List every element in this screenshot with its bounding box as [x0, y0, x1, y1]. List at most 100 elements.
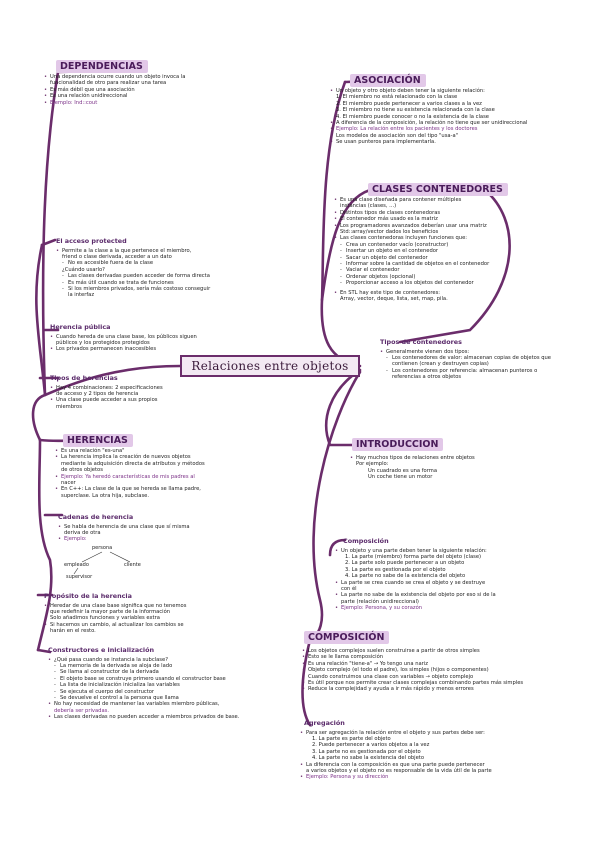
list-item: Una dependencia ocurre cuando un objeto …	[44, 74, 234, 81]
list-item: Ejemplo: Persona, y su corazón	[335, 605, 575, 612]
list-item: Es más útil cuando se trata de funciones	[56, 280, 231, 287]
list-item: públicos y los protegidos protegidos	[56, 339, 150, 346]
list-item: Una clase puede acceder a sus propios	[50, 397, 225, 404]
list-item: Cuando hereda de una clase base, los púb…	[50, 334, 225, 341]
list-item: Std::array/vector dados los beneficios	[340, 229, 439, 236]
list-item: Objeto complejo (el todo el padre), los …	[302, 667, 582, 674]
list-item: 4. El miembro puede conocer o no la exis…	[336, 113, 489, 120]
list-item: La parte se crea cuando se crea el objet…	[335, 580, 575, 587]
list-item: Un objeto y una parte deben tener la sig…	[335, 548, 575, 555]
list-item: Es más débil que una asociación	[44, 87, 234, 94]
section-acceso-protected: El acceso protected Permite a la clase a…	[56, 237, 231, 299]
section-introduccion: INTRODUCCION Hay muchos tipos de relacio…	[350, 438, 550, 481]
list-item: Sacar un objeto del contenedor	[334, 255, 564, 262]
list-item: 1. La parte (miembro) forma parte del ob…	[345, 553, 482, 560]
list-item: En STL hay este tipo de contenedores:	[334, 290, 564, 297]
section-title: El acceso protected	[56, 237, 127, 245]
list-item: Es una clase diseñada para contener múlt…	[334, 197, 564, 204]
list-item: La herencia implica la creación de nuevo…	[55, 454, 240, 461]
list-item: 3. El miembro no tiene su existencia rel…	[336, 107, 495, 114]
list-item: contienen (crean y destruyen copias)	[392, 361, 489, 368]
list-item: que redefinir la mayor parte de la infor…	[50, 608, 171, 615]
list-item: de acceso y 2 tipos de herencia	[56, 390, 139, 397]
section-title: Cadenas de herencia	[58, 513, 134, 521]
section-title: Agregación	[304, 719, 345, 727]
list-item: Proporcionar acceso a los objetos del co…	[334, 280, 564, 287]
list-item: Array, vector, deque, lista, set, map, p…	[340, 296, 448, 303]
list-item: Un objeto y otro objeto deben tener la s…	[330, 88, 580, 95]
list-item: Un cuadrado es una forma	[368, 467, 437, 474]
section-herencia-publica: Herencia pública Cuando hereda de una cl…	[50, 323, 225, 353]
section-cadenas-herencia: Cadenas de herencia Se habla de herencia…	[58, 513, 238, 543]
list-item: Se devuelve el control a la persona que …	[48, 695, 278, 702]
list-item: con él	[341, 585, 357, 592]
list-item: 2. Puede pertenecer a varios objetos a l…	[312, 742, 430, 749]
list-item: La lista de inicialización inicializa la…	[48, 682, 278, 689]
list-item: Reduce la complejidad y ayuda a ir más r…	[302, 686, 582, 693]
section-title: DEPENDENCIAS	[56, 60, 148, 73]
section-title: Constructores e inicialización	[48, 646, 155, 654]
list-item: Los objetos complejos suelen construirse…	[302, 648, 582, 655]
inheritance-chain-diagram: persona empleado cliente supervisor	[60, 542, 180, 582]
list-item: Esto se le llama composición	[302, 654, 582, 661]
central-node-label: Relaciones entre objetos	[191, 359, 349, 373]
list-item: instancias (clases, ...)	[340, 203, 397, 210]
list-item: nacer	[61, 480, 76, 487]
list-item: la interfaz	[68, 292, 95, 299]
list-item: Heredar de una clase base significa que …	[44, 603, 234, 610]
central-node: Relaciones entre objetos	[180, 355, 360, 377]
list-item: Ejemplo:	[58, 536, 238, 543]
section-title: Herencia pública	[50, 323, 111, 331]
section-title: COMPOSICIÓN	[304, 631, 390, 644]
list-item: 1. La parte es parte del objeto	[312, 735, 391, 742]
list-item: 4. La parte no sabe la existencia del ob…	[312, 755, 425, 762]
list-item: Los privados permanecen inaccesibles	[50, 346, 225, 353]
chain-node-cliente: cliente	[124, 562, 141, 568]
section-title: HERENCIAS	[63, 434, 133, 447]
list-item: En C++: La clase de la que se hereda se …	[55, 486, 240, 493]
list-item: 1. El miembro no está relacionado con la…	[336, 94, 458, 101]
list-item: Por ejemplo:	[356, 461, 389, 468]
section-tipos-herencias: Tipos de herencias Hay 4 combinaciones: …	[50, 374, 225, 410]
list-item: a varios objetos y el objeto no es respo…	[306, 767, 492, 774]
section-proposito-herencia: Propósito de la herencia Heredar de una …	[44, 592, 234, 635]
list-item: Permite a la clase a la que pertenece el…	[56, 248, 231, 255]
section-constructores: Constructores e inicialización ¿Qué pasa…	[48, 646, 278, 721]
list-item: 4. La parte no sabe de la existencia del…	[345, 573, 466, 580]
list-item: Las clases derivadas pueden acceder de f…	[56, 273, 231, 280]
section-title: Composición	[343, 537, 389, 545]
list-item: de otros objetos	[61, 467, 103, 474]
list-item: La memoria de la derivada se aloja de la…	[48, 663, 278, 670]
list-item: mediante la adquisición directa de atrib…	[61, 460, 205, 467]
list-item: Ordenar objetos (opcional)	[334, 274, 564, 281]
list-item: Los modelos de asociación son del tipo "…	[330, 133, 580, 140]
list-item: referencias a otros objetos	[392, 374, 462, 381]
list-item: Si los miembros privados, sería más cost…	[56, 286, 231, 293]
list-item: Se usan punteros para implementarla.	[330, 139, 580, 146]
section-title: ASOCIACIÓN	[350, 74, 426, 87]
list-item: No hay necesidad de mantener las variabl…	[48, 701, 278, 708]
list-item: No es accesible fuera de la clase	[56, 260, 231, 267]
list-item: funcionalidad de otro para realizar una …	[50, 80, 167, 87]
list-item: miembros	[56, 403, 82, 410]
list-item: 2. La parte solo puede pertenecer a un o…	[345, 560, 465, 567]
list-item: Es una relación "es-una"	[55, 448, 240, 455]
section-tipos-contenedores: Tipos de contenedores Generalmente viene…	[380, 338, 590, 381]
list-item: Si hacemos un cambio, al actualizar los …	[44, 622, 234, 629]
list-item: Ejemplo: La relación entre los pacientes…	[330, 126, 580, 133]
list-item: parte (relación unidireccional)	[341, 598, 419, 605]
list-item: friend o clase derivada, acceder a un da…	[62, 253, 172, 260]
section-agregacion: Agregación Para ser agregación la relaci…	[300, 719, 585, 781]
list-item: Solo añadimos funciones y variables extr…	[44, 615, 234, 622]
list-item: Crea un contenedor vacío (constructor)	[334, 242, 564, 249]
list-item: ¿Cuándo usarlo?	[62, 266, 105, 273]
section-clases-contenedoras: CLASES CONTENEDORES Es una clase diseñad…	[334, 183, 564, 303]
section-title: CLASES CONTENEDORES	[368, 183, 508, 196]
list-item: Los contenedores de valor: almacenan cop…	[380, 355, 590, 362]
list-item: 3. La parte no es gestionada por el obje…	[312, 748, 421, 755]
list-item: La parte no sabe de la existencia del ob…	[335, 592, 575, 599]
chain-node-persona: persona	[92, 545, 113, 551]
section-dependencias: DEPENDENCIAS Una dependencia ocurre cuan…	[44, 60, 234, 106]
section-title: Propósito de la herencia	[44, 592, 132, 600]
list-item: Se habla de herencia de una clase que sí…	[58, 524, 238, 531]
